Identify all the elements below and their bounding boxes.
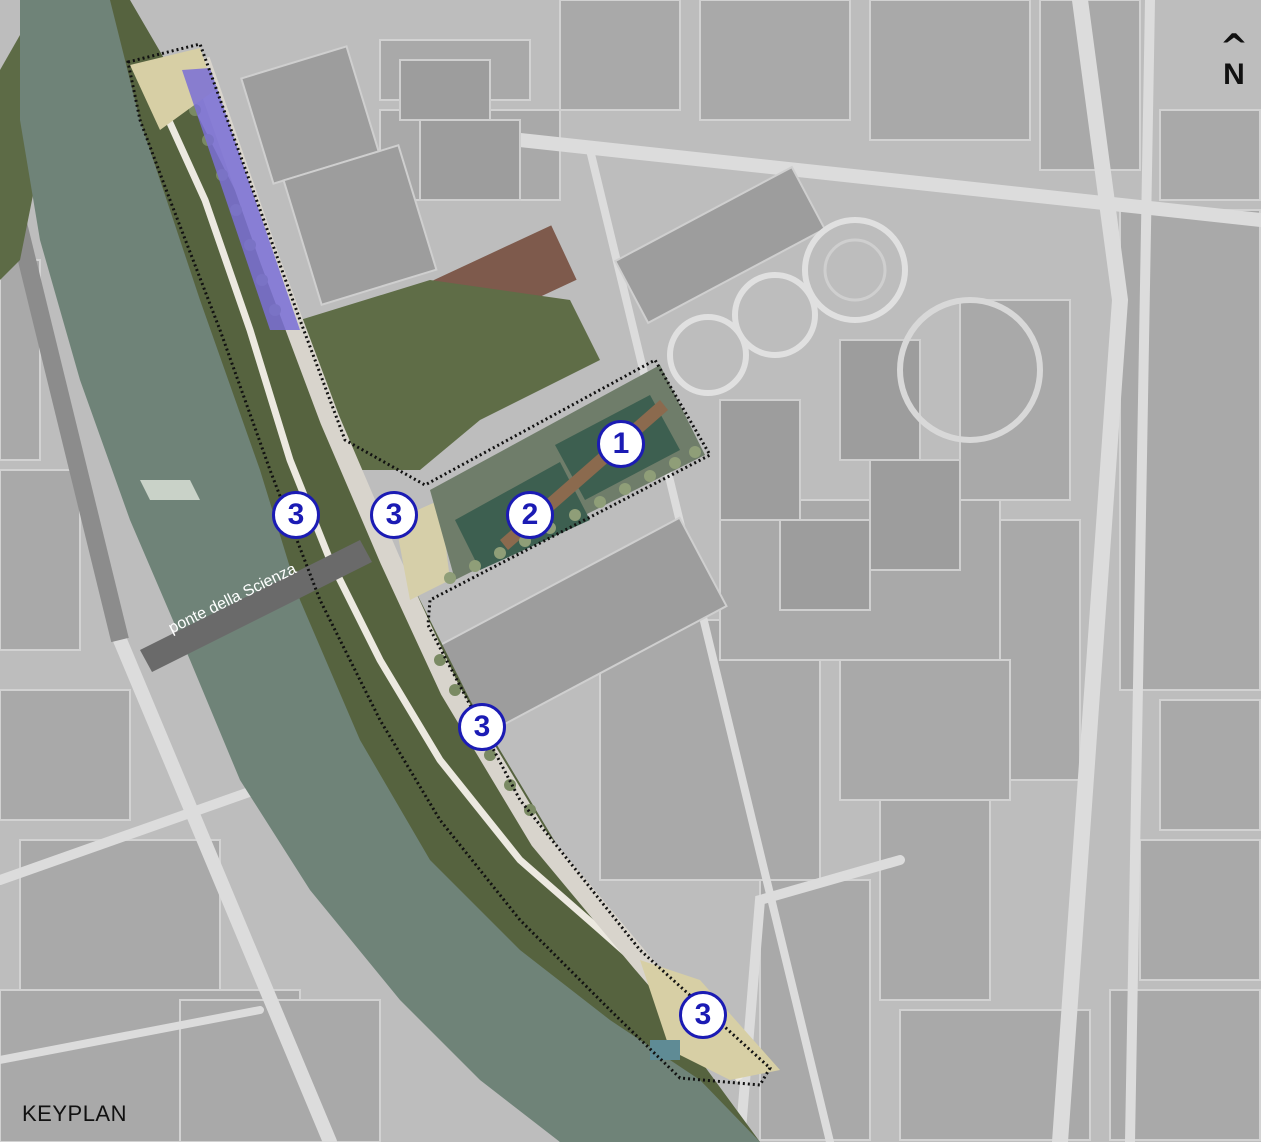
area-marker-3-south: 3 [679, 991, 727, 1039]
area-marker-3-road: 3 [370, 491, 418, 539]
green-area [300, 280, 600, 470]
roundabout [897, 297, 1043, 443]
area-marker-3-river: 3 [272, 491, 320, 539]
purple-zone [182, 68, 300, 330]
area-marker-1: 1 [597, 420, 645, 468]
south-pavilion [650, 1040, 680, 1060]
area-marker-3-south-road: 3 [458, 703, 506, 751]
north-plaza [130, 48, 215, 130]
river-highlight [140, 480, 200, 500]
ponte-della-scienza [140, 540, 372, 672]
north-arrow: ^ N [1214, 27, 1254, 104]
area-marker-2: 2 [506, 491, 554, 539]
river-tiber [20, 0, 760, 1142]
north-letter: N [1223, 58, 1245, 91]
keyplan-label: KEYPLAN [22, 1101, 127, 1126]
north-arrow-icon: ^ [1219, 27, 1249, 67]
